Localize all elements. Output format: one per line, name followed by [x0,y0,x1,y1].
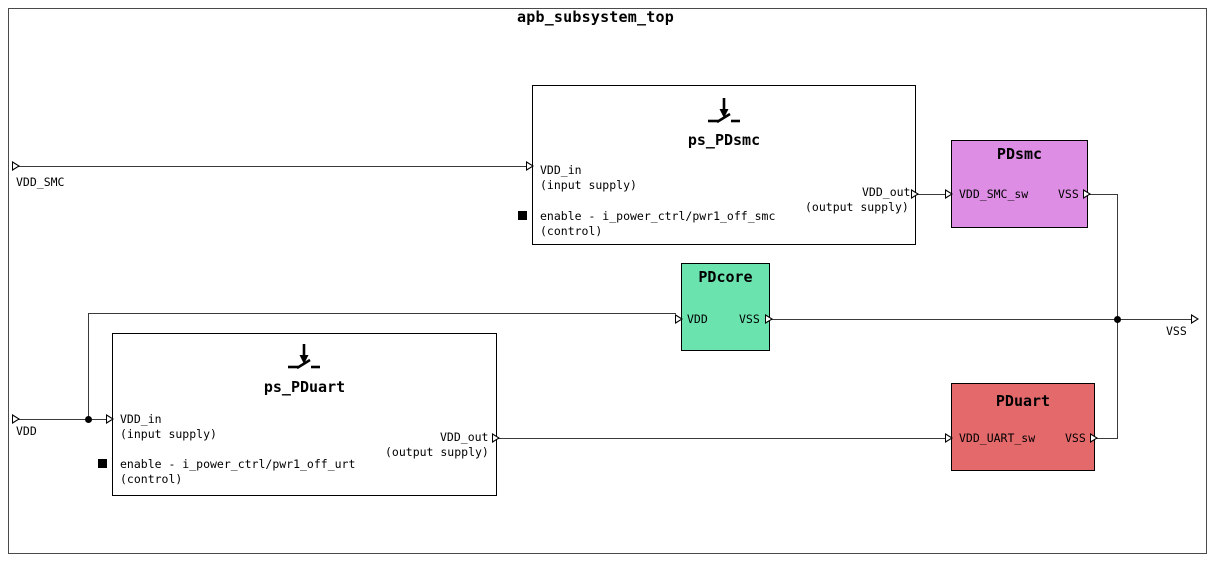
wire-vss-bus-upper [1117,194,1118,319]
wire-pdcore-vss-to-bus [770,319,1117,320]
switch-block-ps-pdsmc-name: ps_PDsmc [687,131,761,149]
port-ps-pdsmc-enable-kind: (control) [540,224,603,238]
port-ps-pdsmc-vdd-out-kind: (output supply) [805,200,909,214]
port-ps-pdsmc-enable-label: enable - i_power_ctrl/pwr1_off_smc [540,209,776,223]
external-port-vdd-icon[interactable] [12,414,20,424]
junction-vdd-branch [85,416,92,423]
power-domain-pdsmc[interactable] [951,140,1088,228]
port-ps-pduart-enable-label: enable - i_power_ctrl/pwr1_off_urt [120,457,356,471]
port-ps-pduart-vdd-out-kind: (output supply) [385,445,489,459]
port-ps-pdsmc-vdd-out-icon[interactable] [911,189,919,199]
port-pdsmc-vss-label: VSS [1058,187,1079,201]
wire-vdd-riser [88,313,89,419]
power-switch-icon [288,344,320,370]
wire-ps-pduart-out-to-pduart [497,438,952,439]
port-pdcore-vdd-label: VDD [687,312,708,326]
diagram-title: apb_subsystem_top [517,8,674,26]
power-domain-pdsmc-name: PDsmc [996,145,1043,163]
port-ps-pduart-vdd-out-icon[interactable] [492,433,500,443]
port-ps-pduart-enable-icon[interactable] [98,459,107,468]
external-port-vdd-smc-icon[interactable] [12,161,20,171]
junction-vss-bus [1114,316,1121,323]
wire-ps-pdsmc-out-to-pdsmc [916,194,952,195]
port-ps-pduart-vdd-in-label: VDD_in [120,412,162,426]
power-domain-pdcore[interactable] [681,263,770,351]
wire-vss-bus-lower [1117,319,1118,438]
external-port-vss-label: VSS [1166,324,1187,338]
switch-block-ps-pduart-name: ps_PDuart [263,378,346,396]
port-pduart-vss-label: VSS [1065,431,1086,445]
wire-vdd-to-pdcore [88,313,676,314]
port-ps-pdsmc-vdd-out-label: VDD_out [862,185,911,199]
external-port-vdd-smc-label: VDD_SMC [16,175,65,189]
port-pdcore-vdd-icon[interactable] [675,314,683,324]
port-ps-pdsmc-vdd-in-label: VDD_in [540,163,582,177]
port-ps-pduart-vdd-in-icon[interactable] [106,414,114,424]
port-pduart-vss-icon[interactable] [1090,433,1098,443]
port-pdsmc-vdd-smc-sw-icon[interactable] [945,189,953,199]
wire-vdd-smc-to-ps-pdsmc [18,166,532,167]
power-switch-icon [708,98,740,124]
wire-vss-bus-to-external [1117,319,1197,320]
power-domain-pduart[interactable] [951,383,1095,471]
port-ps-pduart-vdd-in-kind: (input supply) [120,427,217,441]
port-ps-pduart-vdd-out-label: VDD_out [440,430,489,444]
wire-vdd-to-branch [18,419,88,420]
port-pdsmc-vdd-smc-sw-label: VDD_SMC_sw [959,187,1029,201]
port-ps-pdsmc-vdd-in-icon[interactable] [526,161,534,171]
port-ps-pduart-enable-kind: (control) [120,472,183,486]
wire-vdd-to-ps-pduart [88,419,112,420]
port-pdsmc-vss-icon[interactable] [1083,189,1091,199]
port-pdcore-vss-icon[interactable] [765,314,773,324]
external-port-vss-icon[interactable] [1191,314,1199,324]
power-domain-pdcore-name: PDcore [698,268,753,286]
port-ps-pdsmc-enable-icon[interactable] [518,211,527,220]
wire-pduart-vss-stub [1095,438,1118,439]
wire-pdsmc-vss-stub [1088,194,1118,195]
port-pdcore-vss-label: VSS [739,312,760,326]
port-pduart-vdd-uart-sw-label: VDD_UART_sw [959,431,1036,445]
port-ps-pdsmc-vdd-in-kind: (input supply) [540,178,637,192]
external-port-vdd-label: VDD [16,424,37,438]
top-level-boundary [8,8,1207,554]
port-pduart-vdd-uart-sw-icon[interactable] [945,433,953,443]
power-domain-pduart-name: PDuart [995,392,1051,410]
